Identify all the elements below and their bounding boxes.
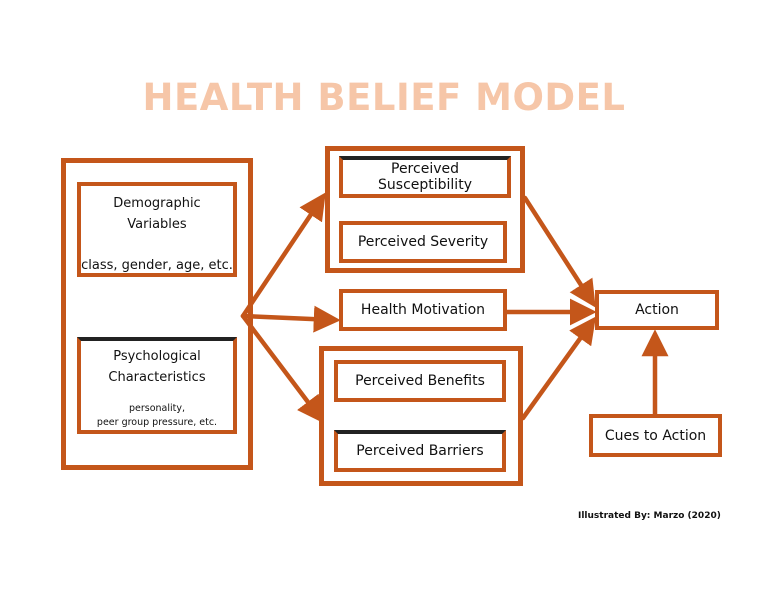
page-title: HEALTH BELIEF MODEL [142, 76, 626, 119]
demographic-variables-box: Demographic Variables class, gender, age… [77, 182, 237, 277]
arrow-factors-to-threat [240, 192, 326, 319]
demographic-heading-line2: Variables [127, 217, 187, 232]
health-motivation-label: Health Motivation [360, 302, 486, 318]
action-label: Action [635, 302, 679, 318]
action-box: Action [595, 290, 719, 330]
arrow-expectations-to-action [520, 316, 596, 421]
perceived-susceptibility-box: Perceived Susceptibility [339, 156, 511, 198]
health-motivation-box: Health Motivation [339, 289, 507, 331]
psychological-characteristics-box: Psychological Characteristics personalit… [77, 337, 237, 434]
psychological-heading-line2: Characteristics [108, 370, 206, 385]
cues-to-action-label: Cues to Action [604, 427, 707, 444]
perceived-benefits-label: Perceived Benefits [355, 373, 485, 389]
demographic-heading-line1: Demographic [113, 196, 201, 211]
illustration-credit: Illustrated By: Marzo (2020) [578, 511, 721, 521]
perceived-severity-label: Perceived Severity [357, 234, 489, 250]
psychological-detail-line2: peer group pressure, etc. [96, 417, 218, 428]
arrow-factors-to-expectations [240, 313, 325, 424]
perceived-barriers-label: Perceived Barriers [356, 443, 484, 459]
perceived-susceptibility-label: Perceived Susceptibility [378, 161, 472, 193]
perceived-benefits-box: Perceived Benefits [334, 360, 506, 402]
psychological-detail-line1: personality, [128, 403, 186, 414]
perceived-severity-box: Perceived Severity [339, 221, 507, 263]
perceived-barriers-box: Perceived Barriers [334, 430, 506, 472]
demographic-detail: class, gender, age, etc. [81, 258, 233, 273]
arrow-factors-to-motivation [240, 305, 341, 333]
psychological-heading-line1: Psychological [113, 349, 201, 364]
arrow-threat-to-action [522, 195, 596, 308]
